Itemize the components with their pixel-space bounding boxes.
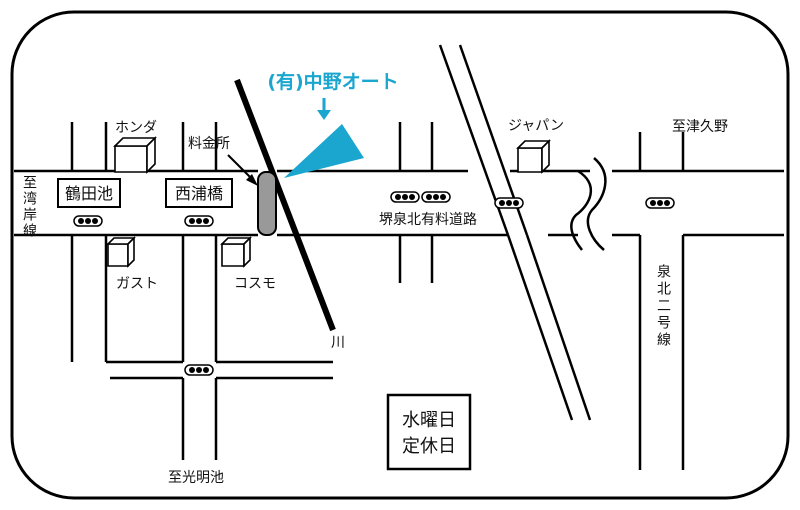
tollbooth-pointer-arrow	[246, 174, 258, 186]
cosmo-label: コスモ	[234, 276, 276, 292]
destination-beam	[284, 124, 364, 178]
komyoike-direction: 至光明池	[168, 470, 224, 486]
traffic-signal-icon	[421, 191, 451, 203]
building-japan-icon	[516, 139, 551, 174]
destination-arrow-head	[317, 110, 331, 120]
japan-label: ジャパン	[508, 118, 564, 134]
building-gusto-icon	[106, 236, 136, 268]
traffic-signal-icon	[73, 215, 103, 227]
traffic-signal-icon	[184, 364, 214, 376]
traffic-signal-icon	[645, 197, 675, 209]
wangan-direction: 至湾岸線	[21, 175, 37, 239]
tollbooth-marker	[257, 171, 277, 236]
gusto-label: ガスト	[116, 276, 158, 292]
nishiurabashi-label: 西浦橋	[175, 184, 223, 203]
tsurutaike-box	[57, 178, 121, 208]
building-honda-icon	[113, 136, 157, 174]
notice-line2: 定休日	[402, 436, 456, 457]
road-break-mark	[570, 169, 593, 251]
traffic-signal-icon	[494, 197, 524, 209]
traffic-signal-icon	[390, 191, 420, 203]
expressway-edge	[525, 234, 592, 421]
notice-line1: 水曜日	[402, 410, 456, 431]
river-label: 川	[331, 335, 345, 351]
tsurutaike-label: 鶴田池	[65, 184, 113, 203]
expressway-edge	[506, 234, 574, 421]
nishiurabashi-box	[165, 178, 233, 208]
expressway-label: 堺泉北有料道路	[379, 211, 477, 228]
river-line	[234, 78, 336, 332]
closed-day-notice	[386, 393, 472, 471]
senboku2-label: 泉北二号線	[655, 263, 671, 349]
shop-name: (有)中野オート	[267, 70, 398, 93]
honda-label: ホンダ	[115, 120, 157, 136]
tollbooth-label: 料金所	[188, 136, 230, 152]
traffic-signal-icon	[184, 215, 214, 227]
building-cosmo-icon	[220, 236, 252, 268]
road-break-mark	[586, 157, 607, 251]
tsukuno-direction: 至津久野	[672, 119, 728, 135]
